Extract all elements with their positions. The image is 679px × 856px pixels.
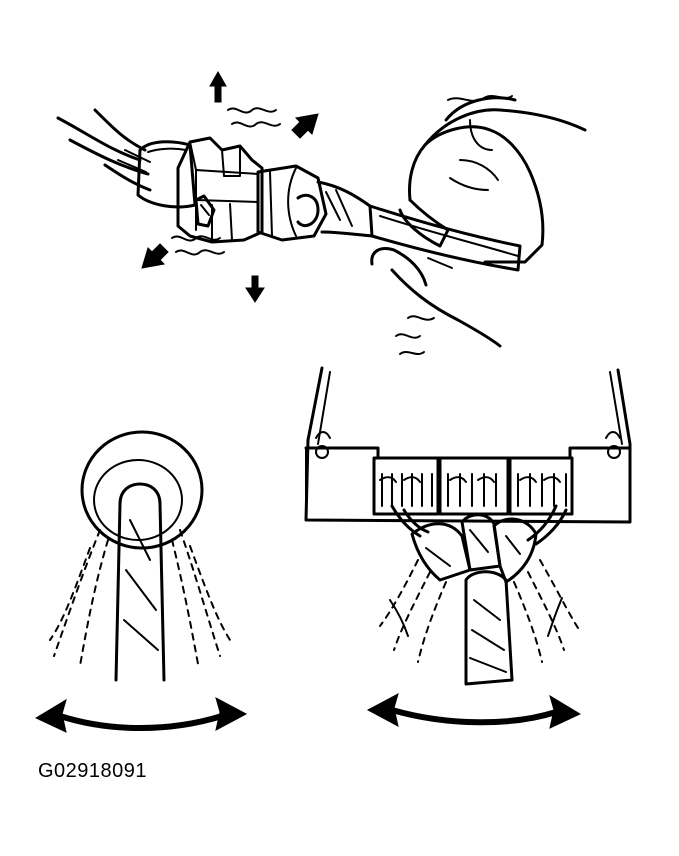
connector-boot-right <box>316 180 522 272</box>
direction-arrow-icon <box>209 70 227 103</box>
double-headed-arc-arrow-icon <box>34 697 248 733</box>
grommet <box>80 430 204 550</box>
hand <box>370 95 587 355</box>
grommet-wire-scene <box>34 430 248 733</box>
wire-swing-trace-left <box>49 529 109 667</box>
direction-arrow-icon <box>291 113 319 139</box>
connector-wiggle-scene <box>56 70 587 355</box>
direction-arrow-icon <box>245 275 265 303</box>
connector-housing-male <box>256 164 328 242</box>
wire-swing-trace-right <box>171 529 231 665</box>
wire-through-grommet <box>114 482 166 682</box>
junction-block-scene <box>304 366 632 729</box>
double-headed-arc-arrow-icon <box>366 693 582 729</box>
connector-terminal-row <box>372 456 574 516</box>
junction-block-housing <box>304 366 632 524</box>
direction-arrow-icon <box>141 243 169 269</box>
vibration-marks <box>171 107 281 256</box>
connector-housing-female <box>176 136 264 244</box>
wire-harness-bundle <box>390 504 568 686</box>
wire-harness-left <box>56 108 152 192</box>
figure-code-label: G02918091 <box>38 760 148 782</box>
harness-swing-trace <box>379 559 579 663</box>
